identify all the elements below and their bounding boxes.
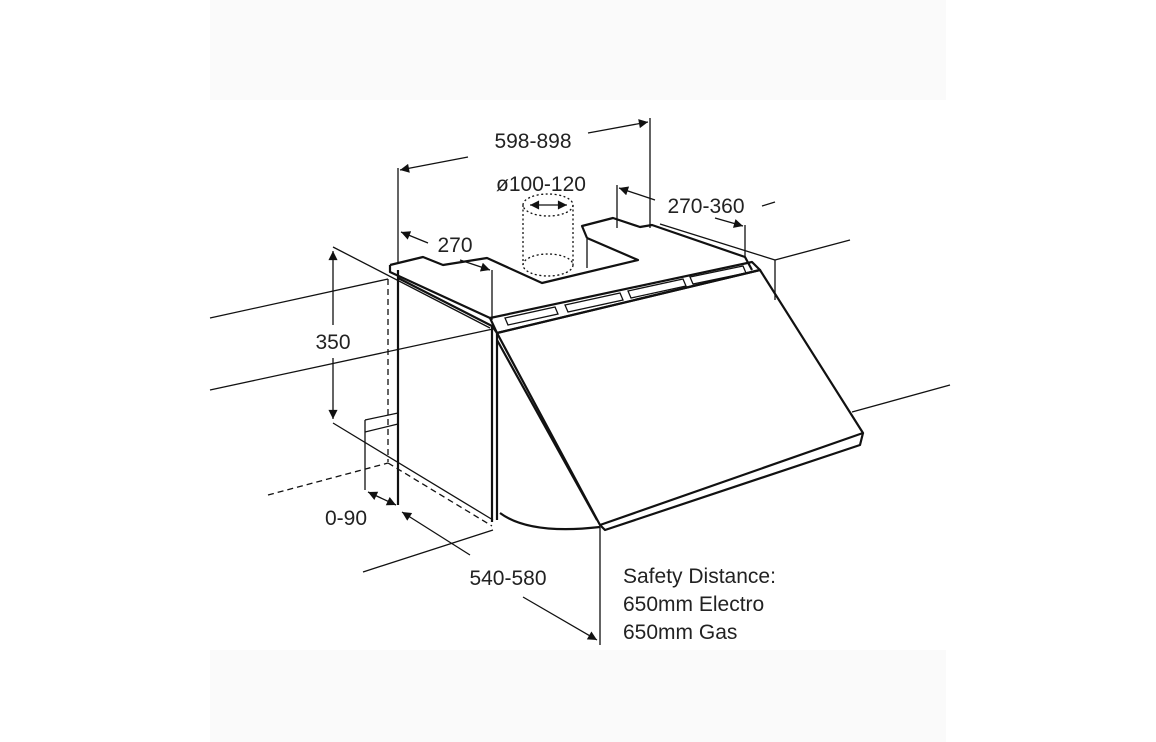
dimension-rear-depth-label: 270 [437,234,472,257]
dimension-height: 350 [315,246,494,521]
wall-lines [209,223,951,573]
dimension-cabinet-depth-label: 540-580 [469,567,546,590]
dimension-width-label: 598-898 [494,130,571,153]
dimension-duct-label: ø100-120 [496,173,586,196]
background-band [210,650,946,742]
duct-cylinder [522,193,574,277]
dimension-wall-offset: 0-90 [325,491,397,530]
vent-slots [504,265,747,326]
safety-title: Safety Distance: [623,565,776,588]
hood-side-panel [364,270,499,522]
dimension-height-label: 350 [315,331,350,354]
dimension-width: 598-898 [397,118,651,262]
dimension-depth-top-label: 270-360 [667,195,744,218]
safety-electro: 650mm Electro [623,593,765,616]
dimension-cabinet-depth: 540-580 [401,511,601,645]
dimension-rear-depth: 270 [400,231,493,320]
safety-distance-note: Safety Distance: 650mm Electro 650mm Gas [623,563,776,647]
safety-gas: 650mm Gas [623,621,738,644]
dimension-wall-offset-label: 0-90 [325,507,367,530]
hood-front-visor [495,268,865,532]
dimension-depth-top: 270-360 [616,185,776,258]
background-band [210,0,946,100]
